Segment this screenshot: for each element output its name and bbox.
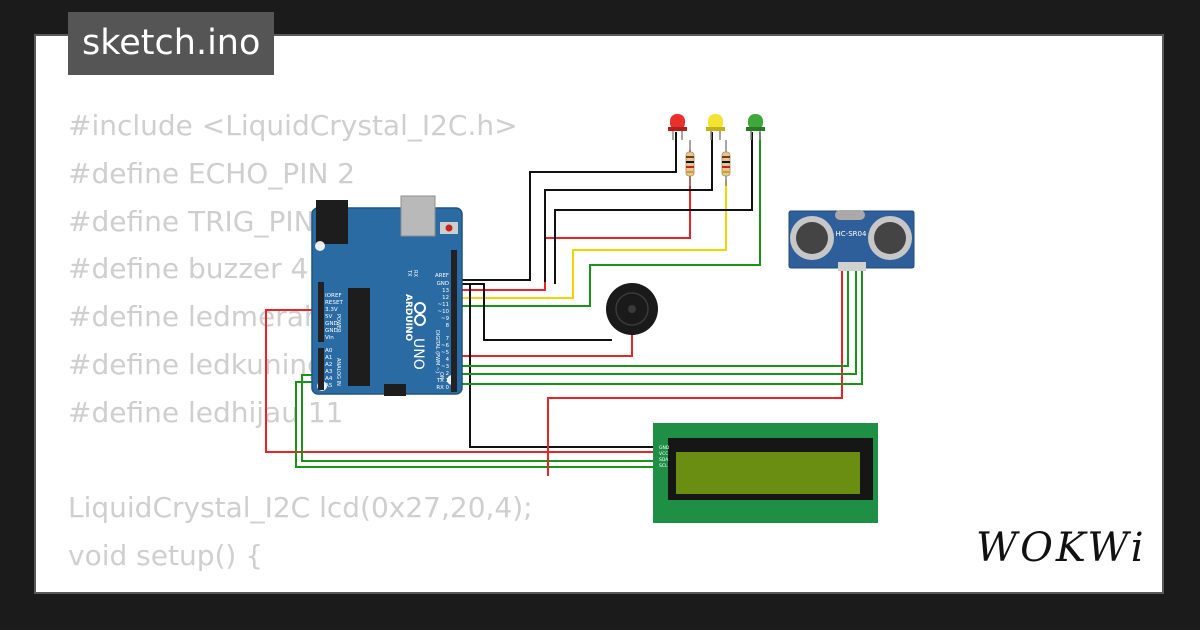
code-line: #include <LiquidCrystal_I2C.h>	[68, 109, 518, 142]
header-label: A3	[325, 369, 333, 375]
digital-pin-label: ~3	[441, 364, 449, 370]
digital-pin-label: 7	[446, 336, 449, 342]
file-title: sketch.ino	[68, 12, 275, 75]
wire-led-yellow-anode	[456, 180, 727, 299]
code-line: LiquidCrystal_I2C lcd(0x27,20,4);	[68, 491, 533, 525]
digital-pin-label: ~11	[438, 302, 449, 308]
power-label: POWER	[335, 314, 341, 333]
code-line: #define TRIG_PIN	[68, 204, 315, 238]
led-green	[746, 114, 765, 140]
digital-pin-label: GND	[437, 281, 449, 287]
header-label: Vin	[325, 335, 334, 341]
header-label: A0	[325, 348, 333, 354]
wire-sonar-vcc	[547, 270, 843, 476]
wire-led-yellow-cathode	[544, 132, 713, 282]
digital-pin-label: AREF	[435, 273, 449, 279]
power-jack	[316, 200, 348, 244]
header-label: A4	[325, 376, 333, 382]
usb-connector	[400, 195, 436, 237]
header-label: GND	[325, 321, 338, 327]
wire-sonar-trig	[456, 270, 849, 367]
digital-pin-label: 4	[446, 357, 450, 363]
preview-card: #include <LiquidCrystal_I2C.h> #define EC…	[34, 34, 1164, 594]
header-label: A1	[325, 355, 333, 361]
microcontroller-chip	[348, 288, 370, 386]
wire-sonar-gnd	[456, 270, 863, 385]
digital-pin-label: 2	[446, 371, 449, 377]
analog-header	[318, 348, 324, 390]
model-label: UNO	[410, 338, 426, 370]
wire-led-red-cathode	[456, 132, 677, 281]
digital-header	[451, 250, 457, 392]
lcd-display: GND VCC SDA SCL	[653, 423, 878, 523]
header-label: GND	[325, 328, 338, 334]
buzzer	[606, 283, 658, 335]
wire-lcd-gnd	[469, 284, 660, 448]
infinity-logo	[414, 302, 426, 326]
analog-label: ANALOG IN	[335, 358, 341, 386]
digital-pin-label: ~5	[441, 350, 449, 356]
digital-pin-label: ~9	[441, 316, 450, 322]
wire-sonar-echo	[456, 270, 857, 375]
digital-pin-label: RX 0	[436, 385, 449, 391]
brand-label: ARDUINO	[403, 294, 413, 342]
power-header	[318, 282, 324, 342]
code-preview: #include <LiquidCrystal_I2C.h> #define EC…	[68, 102, 533, 592]
header-label: 5V	[325, 314, 333, 320]
digital-pin-label: ~6	[441, 343, 450, 349]
tx-label: TX	[406, 269, 412, 277]
wire-buzzer-signal	[456, 330, 633, 357]
header-label: A2	[325, 362, 332, 368]
code-line: #define ledkuning	[68, 347, 325, 381]
wire-buzzer-gnd	[456, 283, 612, 341]
digital-pin-label: 12	[442, 295, 449, 301]
digital-pin-label: 8	[446, 323, 450, 329]
lcd-pin-label: SCL	[659, 463, 668, 469]
wire-led-green-cathode	[554, 132, 753, 284]
wire-lcd-vcc	[265, 309, 660, 453]
led-yellow	[706, 114, 725, 140]
sensor-model-label: HC-SR04	[836, 230, 867, 238]
digital-pin-label: TX 1	[436, 378, 449, 384]
ultrasonic-sensor: HC-SR04	[788, 210, 915, 271]
wokwi-logo: WOKWi	[976, 525, 1147, 571]
resistor-1	[685, 140, 695, 186]
led-red	[668, 114, 687, 140]
wire-led-green-anode	[456, 132, 761, 307]
arduino-uno-board: IOREF RESET 3.3V 5V GND GND Vin A0 A1 A2…	[311, 195, 463, 396]
header-label: 3.3V	[325, 307, 338, 313]
digital-pin-label: 13	[442, 288, 449, 294]
code-line: #define buzzer 4	[68, 252, 309, 286]
on-label: ON	[438, 372, 444, 380]
rx-label: RX	[412, 270, 418, 277]
wire-lcd-scl	[295, 381, 660, 468]
header-label: RESET	[325, 300, 344, 306]
crystal-oscillator	[835, 210, 865, 220]
digital-pin-label: ~10	[438, 309, 450, 315]
header-label: A5	[325, 383, 333, 389]
code-line: #define ledhijau 11	[68, 395, 344, 429]
digital-label: DIGITAL (PWM ~)	[434, 330, 440, 373]
lcd-pin-label: GND	[659, 445, 670, 451]
resistor-2	[721, 140, 731, 186]
lcd-pin-label: VCC	[659, 451, 668, 457]
code-line: #define ECHO_PIN 2	[68, 156, 356, 190]
lcd-pin-label: SDA	[659, 457, 669, 463]
code-line: #define ledmerah	[68, 300, 322, 334]
header-label: IOREF	[325, 293, 342, 299]
code-line: void setup() {	[68, 539, 264, 573]
code-line: pinMode(ledmerah, OUTPUT);	[68, 580, 533, 592]
